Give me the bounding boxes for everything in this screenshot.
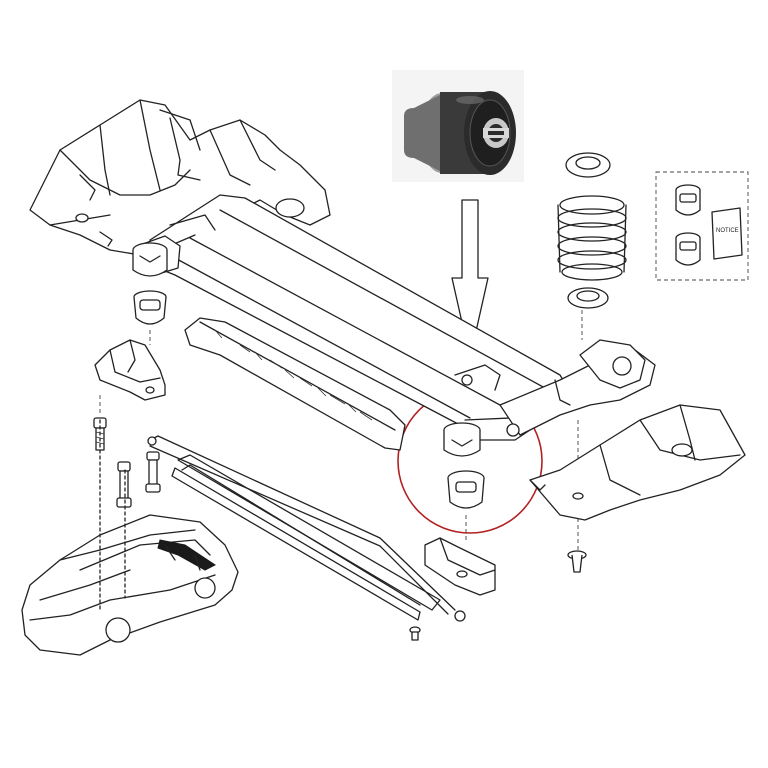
kit-instruction-card: NOTICE (711, 207, 743, 260)
right-fastener (567, 550, 587, 573)
left-upper-bushing (132, 242, 168, 277)
bushing-photo (392, 70, 524, 182)
kit-contents-box: NOTICE (655, 171, 749, 281)
axle-beam (137, 194, 656, 441)
right-body-bracket (529, 404, 746, 521)
kit-bushing-1 (675, 184, 701, 216)
left-mount-bracket (94, 339, 166, 401)
bottom-fastener (409, 626, 421, 641)
spring-top-seat (565, 152, 611, 178)
coil-spring (557, 195, 627, 281)
left-lower-bushing (133, 290, 167, 325)
down-arrow-icon (451, 199, 489, 359)
left-body-bracket (29, 99, 331, 256)
right-upper-bushing (443, 422, 481, 457)
bolt-left-3 (116, 461, 132, 508)
kit-bushing-2 (675, 232, 701, 266)
heat-shield-panel (184, 317, 406, 451)
right-lower-bushing (447, 470, 485, 509)
tie-rod (147, 435, 466, 622)
car-silhouette (21, 419, 239, 656)
bolt-left-2 (145, 451, 161, 493)
spring-bottom-seat (567, 287, 609, 309)
kit-card-label: NOTICE (716, 228, 739, 234)
right-mount-bracket (424, 515, 496, 596)
side-skirt-strip (171, 454, 441, 621)
